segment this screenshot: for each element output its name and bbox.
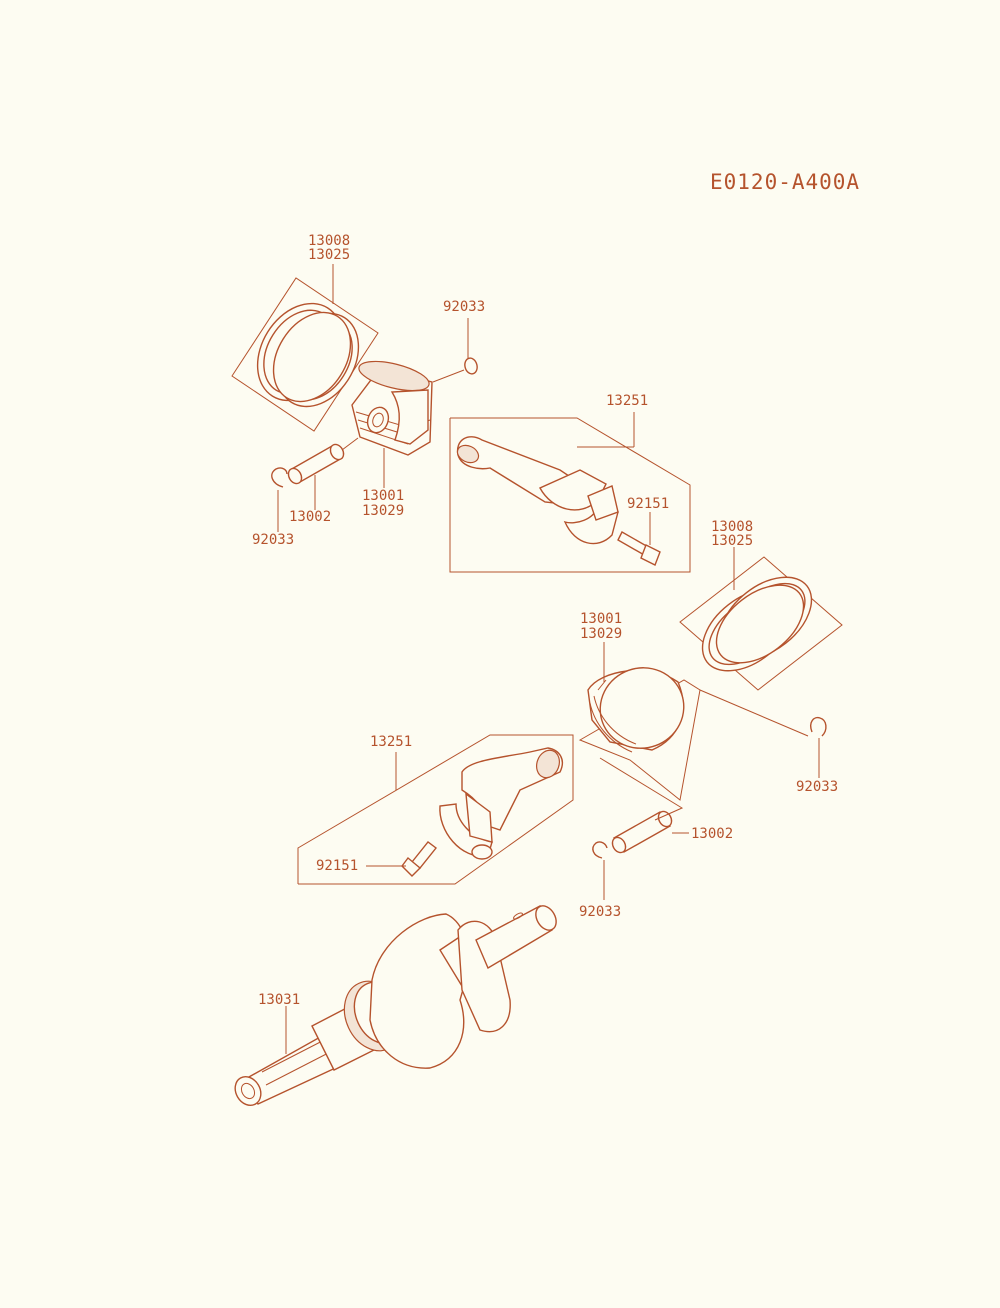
label-bolt-1: 92151 <box>627 496 669 512</box>
connecting-rod-bolt-2[interactable] <box>401 841 437 877</box>
label-pin-1: 13002 <box>289 509 331 525</box>
circlip-2-right[interactable] <box>810 716 827 737</box>
label-clip-2-right: 92033 <box>796 779 838 795</box>
label-piston-2-a: 13001 <box>580 611 622 627</box>
label-clip-1-top: 92033 <box>443 299 485 315</box>
label-piston-1-a: 13001 <box>362 488 404 504</box>
label-rings-2-a: 13008 <box>711 519 753 535</box>
label-rings-1-b: 13025 <box>308 247 350 263</box>
circlip-1-bottom[interactable] <box>271 467 288 488</box>
connecting-rod-bolt-1[interactable] <box>617 531 661 566</box>
circlip-2-bottom[interactable] <box>592 841 608 859</box>
label-conrod-1: 13251 <box>606 393 648 409</box>
label-bolt-2: 92151 <box>316 858 358 874</box>
label-conrod-2: 13251 <box>370 734 412 750</box>
label-rings-2-b: 13025 <box>711 533 753 549</box>
label-clip-2-bottom: 92033 <box>579 904 621 920</box>
piston-ring-set-1[interactable] <box>231 277 379 432</box>
piston-pin-1[interactable] <box>286 442 346 486</box>
label-piston-1-b: 13029 <box>362 503 404 519</box>
piston-pin-2[interactable] <box>610 809 674 855</box>
connecting-rod-2[interactable] <box>297 734 574 885</box>
diagram-code: E0120-A400A <box>710 170 860 194</box>
piston-ring-set-2[interactable] <box>679 556 843 691</box>
connecting-rod-1[interactable] <box>449 417 691 573</box>
label-crankshaft: 13031 <box>258 992 300 1008</box>
circlip-1-top[interactable] <box>463 357 479 376</box>
label-pin-2: 13002 <box>691 826 733 842</box>
label-piston-2-b: 13029 <box>580 626 622 642</box>
piston-2[interactable] <box>578 656 701 801</box>
piston-1[interactable] <box>351 356 433 456</box>
label-rings-1-a: 13008 <box>308 233 350 249</box>
label-clip-1-bottom: 92033 <box>252 532 294 548</box>
crankshaft[interactable] <box>230 902 560 1110</box>
